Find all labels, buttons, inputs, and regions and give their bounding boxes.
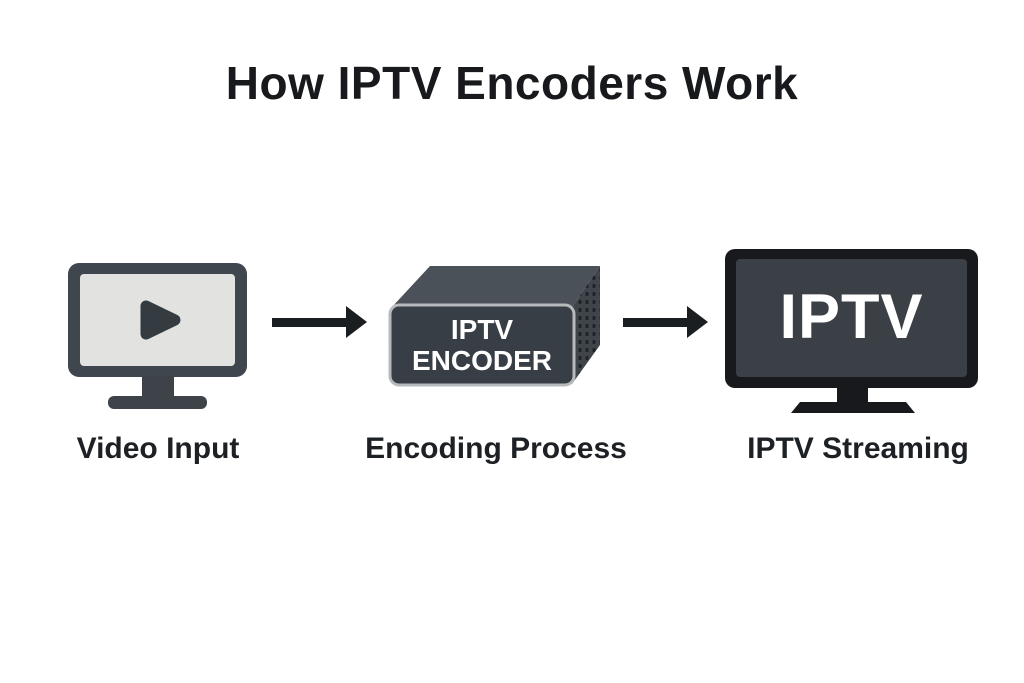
stage-label-iptv-streaming: IPTV Streaming [747,432,969,465]
tv-screen: IPTV [736,259,967,377]
arrow-right-icon [272,306,367,339]
tv-icon: IPTV [725,249,978,388]
arrow-right-icon [623,306,708,339]
encoder-box-icon: IPTV ENCODER [388,266,600,387]
monitor-screen [80,274,235,366]
arrow-head [687,306,708,338]
encoder-front-face [388,303,576,387]
tv-stand-base [791,402,915,413]
tv-stand-neck [837,387,868,404]
stage-label-video-input: Video Input [76,432,240,465]
encoder-top-face [392,266,600,307]
monitor-play-icon [68,263,247,377]
arrow-shaft [623,318,691,327]
monitor-stand-neck [142,376,174,398]
arrow-shaft [272,318,350,327]
arrow-head [346,306,367,338]
play-icon [140,300,181,340]
tv-screen-text: IPTV [779,282,924,352]
stage-label-encoding-process: Encoding Process [365,432,627,465]
encoder-text-line1: IPTV [451,314,514,345]
encoder-text-line2: ENCODER [412,345,552,376]
encoder-vent-side [572,266,600,384]
diagram-title: How IPTV Encoders Work [225,57,799,109]
monitor-stand-base [108,396,207,409]
